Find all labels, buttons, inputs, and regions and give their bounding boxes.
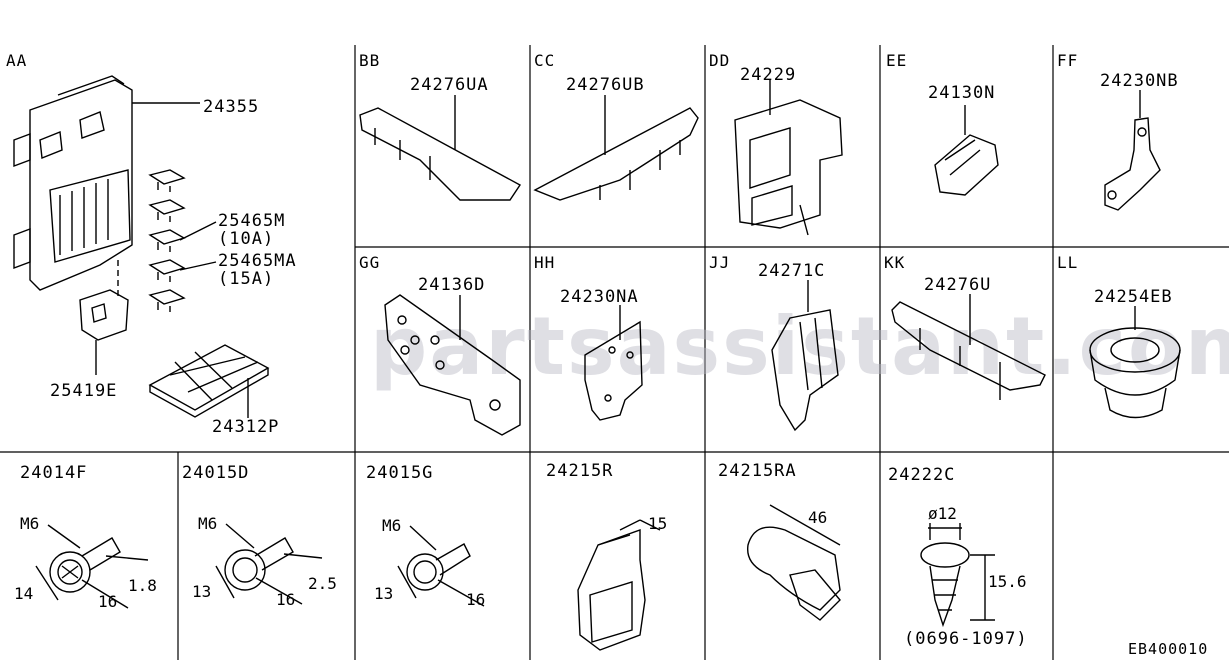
part-number-25465ma[interactable]: 25465MA xyxy=(218,251,297,271)
part-number-24015g[interactable]: 24015G xyxy=(366,463,434,483)
junction-box-drawing xyxy=(13,75,200,298)
dim-b2-head: 13 xyxy=(192,582,212,601)
bracket-25419e-drawing xyxy=(79,289,129,375)
bracket-24230nb-drawing xyxy=(1104,90,1161,211)
part-number-24215r[interactable]: 24215R xyxy=(546,461,614,481)
cell-label-aa: AA xyxy=(6,51,28,70)
bracket-24229-drawing xyxy=(734,80,843,236)
dim-clip-ra-width: 46 xyxy=(808,508,828,527)
part-number-24229[interactable]: 24229 xyxy=(740,65,797,85)
part-number-25465m[interactable]: 25465M xyxy=(218,211,286,231)
part-number-24230nb[interactable]: 24230NB xyxy=(1100,71,1179,91)
fuse-drawings xyxy=(148,169,217,312)
part-number-24136d[interactable]: 24136D xyxy=(418,275,486,295)
part-number-24276ua[interactable]: 24276UA xyxy=(410,75,489,95)
channel-24276ua-drawing xyxy=(359,95,522,201)
channel-24276ub-drawing xyxy=(533,95,699,201)
dim-b1-tip: 1.8 xyxy=(128,576,157,595)
part-number-24130n[interactable]: 24130N xyxy=(928,83,996,103)
bolt-24015d-drawing xyxy=(215,523,323,605)
clip-24215ra-drawing xyxy=(746,504,841,621)
cell-label-hh: HH xyxy=(534,253,556,272)
cell-label-gg: GG xyxy=(359,253,381,272)
part-number-24276ub[interactable]: 24276UB xyxy=(566,75,645,95)
part-number-24230na[interactable]: 24230NA xyxy=(560,287,639,307)
part-number-25419e[interactable]: 25419E xyxy=(50,381,118,401)
bolt-24014f-drawing xyxy=(35,524,149,609)
part-number-24222c[interactable]: 24222C xyxy=(888,465,956,485)
part-number-24312p[interactable]: 24312P xyxy=(212,417,280,437)
cell-label-cc: CC xyxy=(534,51,556,70)
dim-b1-thread: M6 xyxy=(20,514,40,533)
fuse-rating-15a: (15A) xyxy=(218,269,275,289)
part-number-24215ra[interactable]: 24215RA xyxy=(718,461,797,481)
cell-label-kk: KK xyxy=(884,253,906,272)
dim-b1-length: 16 xyxy=(98,592,118,611)
dim-clip-r-width: 15 xyxy=(648,514,668,533)
diagram-code: EB400010 xyxy=(1128,640,1209,658)
fuse-rating-10a: (10A) xyxy=(218,229,275,249)
cover-24271c-drawing xyxy=(771,280,839,432)
plate-24136d-drawing xyxy=(384,294,521,436)
cell-label-ee: EE xyxy=(886,51,908,70)
grommet-24254eb-drawing xyxy=(1089,306,1181,419)
channel-24276u-drawing xyxy=(891,294,1046,400)
dim-clip-c-length: 15.6 xyxy=(988,572,1027,591)
part-number-24355[interactable]: 24355 xyxy=(203,97,260,117)
dim-clip-c-diameter: ø12 xyxy=(928,504,957,523)
dim-b2-length: 16 xyxy=(276,590,296,609)
dim-b3-thread: M6 xyxy=(382,516,402,535)
part-number-24015d[interactable]: 24015D xyxy=(182,463,250,483)
part-number-24254eb[interactable]: 24254EB xyxy=(1094,287,1173,307)
cover-24312p-drawing xyxy=(148,344,270,418)
bracket-24230na-drawing xyxy=(584,305,643,421)
part-number-24271c[interactable]: 24271C xyxy=(758,261,826,281)
production-date-range: (0696-1097) xyxy=(904,629,1028,649)
dim-b2-thread: M6 xyxy=(198,514,218,533)
cell-label-ff: FF xyxy=(1057,51,1079,70)
cell-label-dd: DD xyxy=(709,51,731,70)
clip-24215r-drawing xyxy=(577,519,661,651)
clip-24222c-drawing xyxy=(920,523,995,628)
connector-24130n-drawing xyxy=(934,105,999,196)
bolt-24015g-drawing xyxy=(397,525,485,607)
cell-label-bb: BB xyxy=(359,51,381,70)
cell-label-ll: LL xyxy=(1057,253,1079,272)
dim-b1-head: 14 xyxy=(14,584,34,603)
cell-label-jj: JJ xyxy=(709,253,731,272)
dim-b3-head: 13 xyxy=(374,584,394,603)
dim-b2-tip: 2.5 xyxy=(308,574,337,593)
part-number-24014f[interactable]: 24014F xyxy=(20,463,88,483)
part-number-24276u[interactable]: 24276U xyxy=(924,275,992,295)
